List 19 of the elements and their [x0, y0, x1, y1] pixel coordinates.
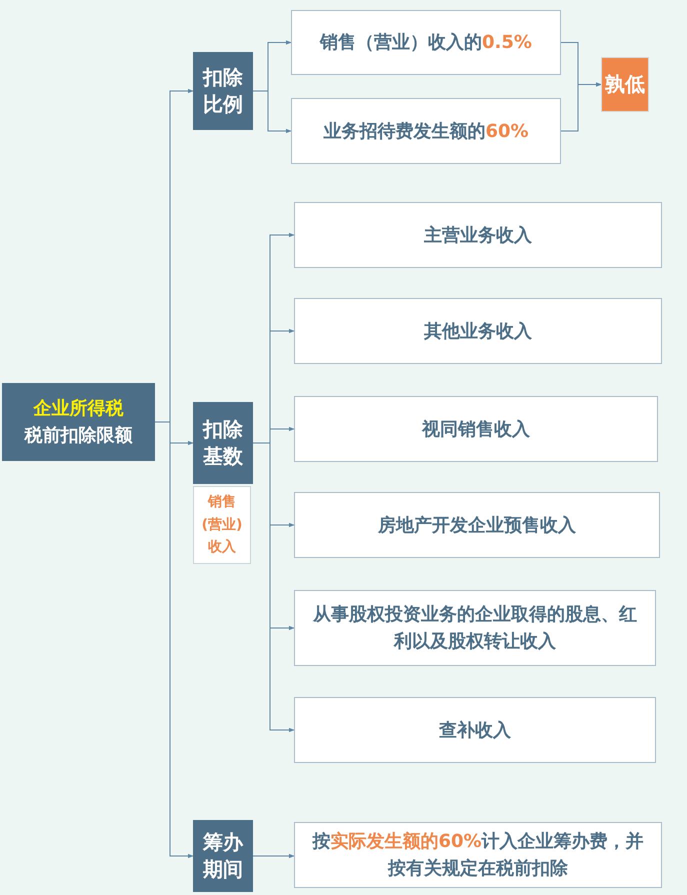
connector-arrow — [252, 442, 295, 732]
item-box: 主营业务收入 — [294, 202, 662, 268]
note-box: 销售(营业)收入 — [193, 486, 251, 564]
item-box: 房地产开发企业预售收入 — [294, 492, 660, 558]
item-box: 按实际发生额的60%计入企业筹办费，并按有关规定在税前扣除 — [294, 822, 662, 888]
connector-arrow — [252, 90, 292, 134]
item-box: 视同销售收入 — [294, 396, 658, 462]
item-box: 其他业务收入 — [294, 298, 662, 364]
item-box: 销售（营业）收入的0.5% — [291, 10, 561, 75]
item-box: 业务招待费发生额的60% — [291, 98, 561, 164]
connector-arrow — [560, 82, 602, 132]
result-box: 孰低 — [601, 57, 649, 112]
topic-box: 企业所得税 税前扣除限额 — [2, 383, 155, 461]
category-box: 扣除比例 — [193, 52, 253, 130]
connector-arrow — [252, 854, 295, 858]
item-box: 查补收入 — [294, 697, 656, 763]
category-box: 筹办期间 — [193, 820, 253, 892]
item-box: 从事股权投资业务的企业取得的股息、红利以及股权转让收入 — [294, 590, 656, 666]
category-box: 扣除基数 — [193, 402, 253, 484]
